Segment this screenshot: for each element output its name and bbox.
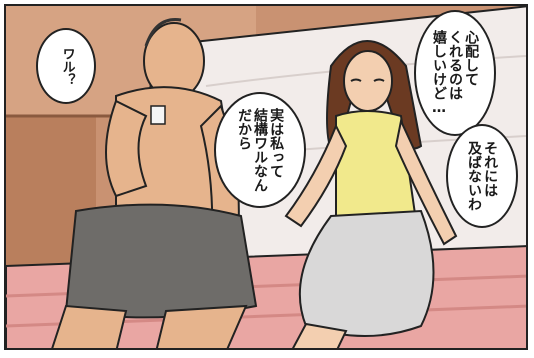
speech-bubble-shinpai: 心配して くれるのは 嬉しいけど… <box>414 10 496 136</box>
woman-leg <box>292 322 348 348</box>
speech-text-jitsuwa: 実は私って 結構ワルなん だから <box>235 108 285 192</box>
woman-skirt <box>298 209 435 337</box>
speech-text-oyobanai: それには 及ばないわ <box>466 141 499 211</box>
speech-bubble-waru: ワル？ <box>36 28 96 104</box>
woman-arm-left <box>284 123 348 228</box>
woman-figure <box>284 40 458 348</box>
man-arm <box>105 99 148 198</box>
speech-text-shinpai: 心配して くれるのは 嬉しいけど… <box>430 30 480 116</box>
speech-text-waru: ワル？ <box>59 46 75 86</box>
towel <box>64 203 258 319</box>
woman-arm-right <box>394 117 458 246</box>
speech-bubble-oyobanai: それには 及ばないわ <box>446 124 518 228</box>
woman-top <box>335 110 418 228</box>
manga-panel: ワル？ 心配して くれるのは 嬉しいけど… 実は私って 結構ワルなん だから そ… <box>4 4 528 350</box>
man-leg-left <box>51 304 128 348</box>
shot-glass <box>150 105 166 125</box>
speech-bubble-jitsuwa: 実は私って 結構ワルなん だから <box>214 92 306 208</box>
man-figure <box>51 18 258 348</box>
man-leg-right <box>155 304 248 348</box>
